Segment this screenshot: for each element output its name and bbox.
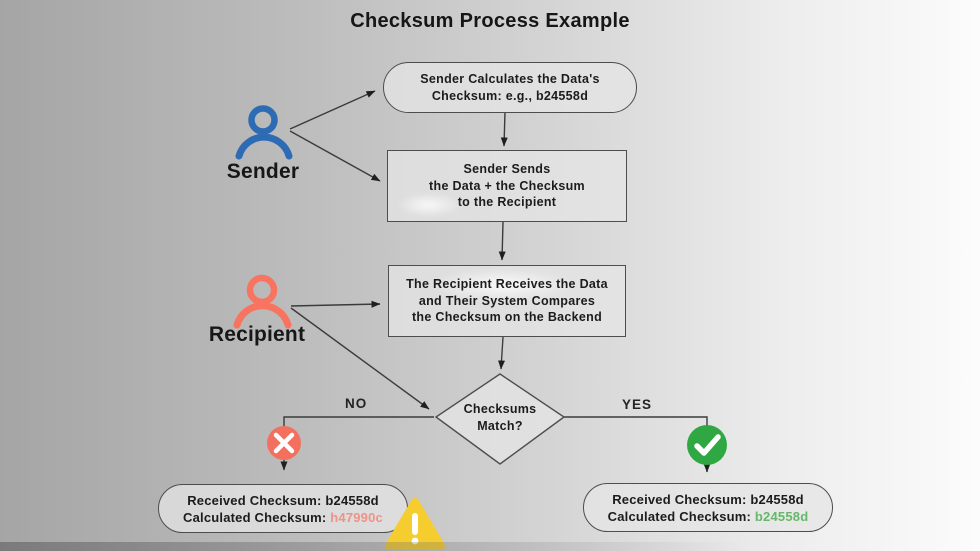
recipient-shoulders <box>233 302 292 329</box>
decision-diamond <box>434 373 566 465</box>
match-received-line: Received Checksum: b24558d <box>612 491 804 507</box>
arrow-calc-to-send <box>500 111 508 147</box>
branch-label-yes: YES <box>622 397 653 412</box>
result-mismatch: Received Checksum: b24558d Calculated Ch… <box>158 484 408 533</box>
recipient-label: Recipient <box>208 323 306 346</box>
sender-person-icon <box>235 105 293 160</box>
node-recipient-receives: The Recipient Receives the Data and Thei… <box>388 265 626 337</box>
mismatch-calculated-value: h47990c <box>330 509 383 525</box>
sender-label: Sender <box>226 160 300 183</box>
mismatch-calculated-label: Calculated Checksum: <box>183 509 327 525</box>
sender-shoulders <box>235 133 293 160</box>
watermark-smudge <box>396 193 462 217</box>
node-text-line: Checksums <box>463 402 537 416</box>
node-text-line: the Data + the Checksum <box>429 178 585 193</box>
match-calculated-line: Calculated Checksum: b24558d <box>584 508 832 525</box>
result-match: Received Checksum: b24558d Calculated Ch… <box>583 483 833 532</box>
arrow-receive-to-decision <box>498 336 506 370</box>
recipient-head <box>246 274 278 306</box>
arrow-sender-to-calc <box>289 90 376 130</box>
match-calculated-label: Calculated Checksum: <box>607 508 752 524</box>
sender-head <box>248 105 278 135</box>
node-text-line: The Recipient Receives the Data <box>406 277 608 292</box>
recipient-person-icon <box>233 274 292 329</box>
node-text-line: Checksum: e.g., b24558d <box>431 88 589 103</box>
node-text-line: Match? <box>477 419 523 433</box>
mismatch-calculated-line: Calculated Checksum: h47990c <box>159 509 407 526</box>
arrow-sender-to-send <box>289 130 381 182</box>
node-sender-calculates: Sender Calculates the Data's Checksum: e… <box>383 62 637 113</box>
node-text-line: to the Recipient <box>457 195 557 210</box>
node-sender-sends: Sender Sends the Data + the Checksum to … <box>387 150 627 222</box>
match-calculated-value: b24558d <box>754 508 809 524</box>
arrow-recipient-to-receive <box>290 300 381 308</box>
watermark-smudge <box>427 268 577 302</box>
node-text-line: and Their System Compares <box>418 293 596 308</box>
node-text-line: Sender Sends <box>463 162 551 177</box>
decision-text: Checksums Match? <box>440 401 560 435</box>
bottom-shadow-strip <box>0 542 980 551</box>
node-text-line: Sender Calculates the Data's <box>420 72 600 86</box>
node-text-line: the Checksum on the Backend <box>411 310 603 325</box>
branch-label-no: NO <box>345 396 368 411</box>
page-title: Checksum Process Example <box>350 10 630 32</box>
mismatch-received-line: Received Checksum: b24558d <box>187 492 379 508</box>
arrow-send-to-receive <box>498 221 506 261</box>
arrow-recipient-to-decision <box>290 307 430 410</box>
